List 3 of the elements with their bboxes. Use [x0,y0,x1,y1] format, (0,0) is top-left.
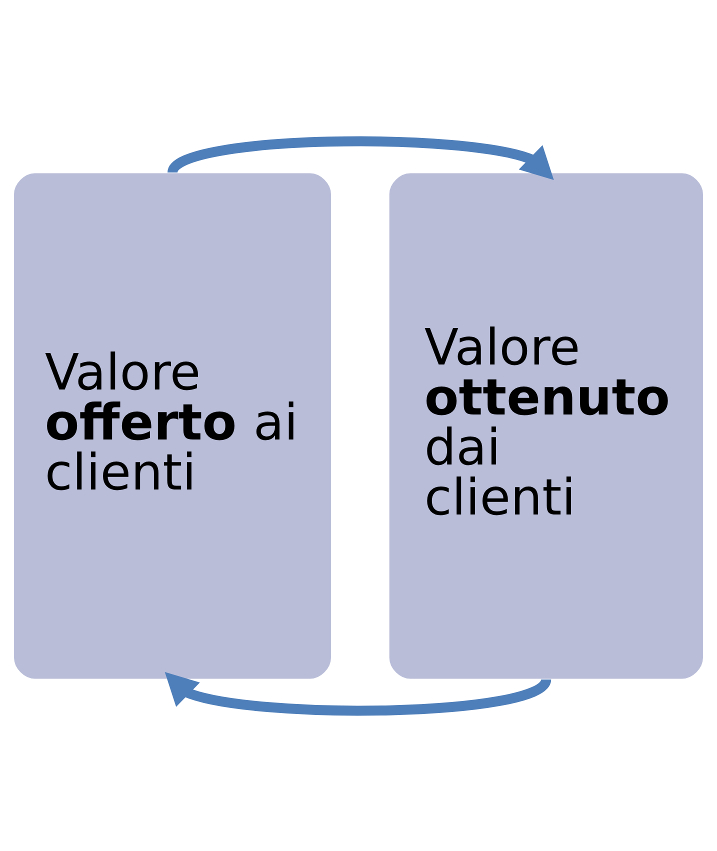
arrow [168,136,554,180]
node-box: Valore ottenuto dai clienti [389,172,703,678]
node-box: Valore offerto ai clienti [14,172,331,678]
